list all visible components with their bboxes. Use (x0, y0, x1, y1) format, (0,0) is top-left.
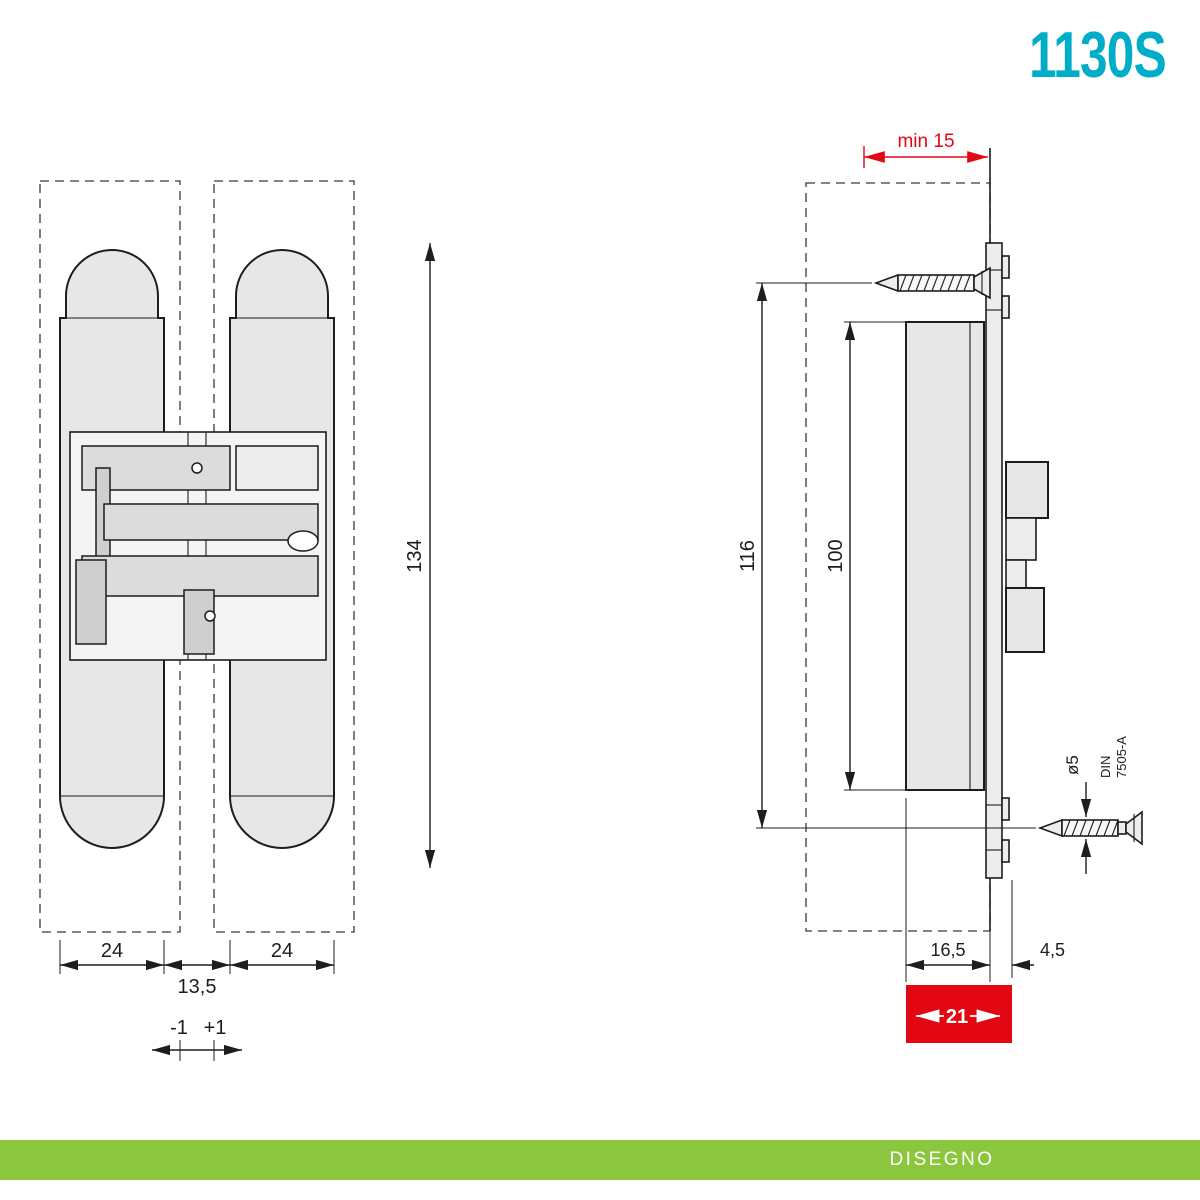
dim-label-24-left: 24 (101, 940, 123, 962)
dim-label-21: 21 (946, 1006, 968, 1028)
front-view: 134 24 13,5 24 -1 +1 (39, 180, 436, 1061)
dim-body-height: 100 (825, 321, 906, 791)
dim-depths: 16,5 4,5 (905, 798, 1065, 982)
dim-overall-height: 134 (404, 243, 436, 868)
footer-bar: DISEGNO (0, 1140, 1200, 1180)
pivot-screw (191, 462, 203, 474)
dim-label-diameter: ø5 (1063, 755, 1082, 775)
slot-hole (287, 530, 319, 552)
dim-label-minus1: -1 (170, 1017, 188, 1039)
dim-label-134: 134 (404, 539, 426, 572)
dim-fixing-distance: 116 (737, 282, 1036, 829)
footer-label: DISEGNO (889, 1149, 995, 1170)
dim-adjustment: -1 +1 (152, 1017, 242, 1061)
screw-tip (1037, 818, 1063, 838)
pivot-screw (204, 610, 216, 622)
frame-plate (985, 242, 1010, 879)
door-leaf-outline-right (213, 180, 355, 933)
dim-label-24-right: 24 (271, 940, 293, 962)
dim-label-116: 116 (737, 540, 759, 572)
hinge-mechanism (69, 431, 327, 661)
brand-logo: 1130S (1029, 19, 1166, 92)
drawing-canvas: 134 24 13,5 24 -1 +1 (39, 131, 1143, 1061)
screw-spec-callout: ø5 DIN 7505-A (1063, 736, 1129, 874)
dim-label-plus1: +1 (204, 1017, 227, 1039)
dim-total-depth: 21 (906, 985, 1012, 1043)
screw-standard-line1: DIN (1098, 756, 1113, 778)
dim-label-gap: 13,5 (178, 976, 217, 998)
hinge-knuckle (1005, 461, 1049, 653)
dim-label-165: 16,5 (930, 940, 965, 960)
wood-screw-top (873, 266, 991, 300)
dim-label-45: 4,5 (1040, 940, 1065, 960)
screw-standard-line2: 7505-A (1114, 736, 1129, 778)
dim-min-depth: min 15 (863, 131, 988, 168)
wood-screw-bottom (1037, 810, 1143, 846)
dim-widths: 24 13,5 24 (59, 940, 335, 998)
side-view: 116 100 min 15 ø5 DIN 7505-A (737, 131, 1143, 1043)
dim-label-100: 100 (825, 539, 847, 572)
hinge-cup-body (905, 321, 985, 791)
dim-label-min15: min 15 (897, 131, 954, 152)
screw-tip (873, 273, 899, 293)
